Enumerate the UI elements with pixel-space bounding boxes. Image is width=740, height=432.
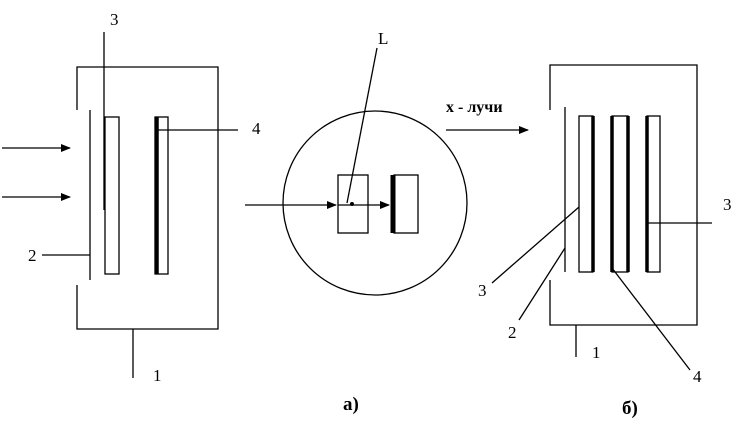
- sample-plate-a: [104, 116, 120, 275]
- leader-3-b-left: [491, 206, 580, 284]
- xray-label: x - лучи: [446, 99, 503, 116]
- sample-plate-b-3: [646, 115, 661, 273]
- label-4-a: 4: [252, 119, 261, 138]
- leader-4-b: [611, 267, 691, 371]
- caption-b: б): [622, 398, 638, 419]
- label-4-b: 4: [693, 367, 702, 386]
- device-a: [42, 32, 238, 378]
- device-b: [491, 64, 712, 371]
- inset-circle: [282, 110, 468, 296]
- leader-L: [346, 47, 378, 204]
- label-3-b-right: 3: [723, 195, 732, 214]
- label-2-a: 2: [28, 246, 37, 265]
- inset-point: [350, 202, 354, 206]
- label-2-b: 2: [508, 323, 517, 342]
- housing-a: [76, 66, 219, 330]
- sample-plate-b-1: [578, 115, 594, 273]
- magnified-inset: [282, 47, 468, 296]
- label-L: L: [378, 29, 388, 48]
- leader-2-b: [518, 247, 566, 321]
- label-3-b-left: 3: [478, 281, 487, 300]
- housing-b: [549, 64, 698, 326]
- sample-plate-b-2: [611, 115, 629, 273]
- label-1-b: 1: [592, 343, 601, 362]
- label-3-a: 3: [110, 10, 119, 29]
- label-1-a: 1: [153, 366, 162, 385]
- inset-detector: [393, 174, 419, 234]
- caption-a: а): [343, 394, 359, 415]
